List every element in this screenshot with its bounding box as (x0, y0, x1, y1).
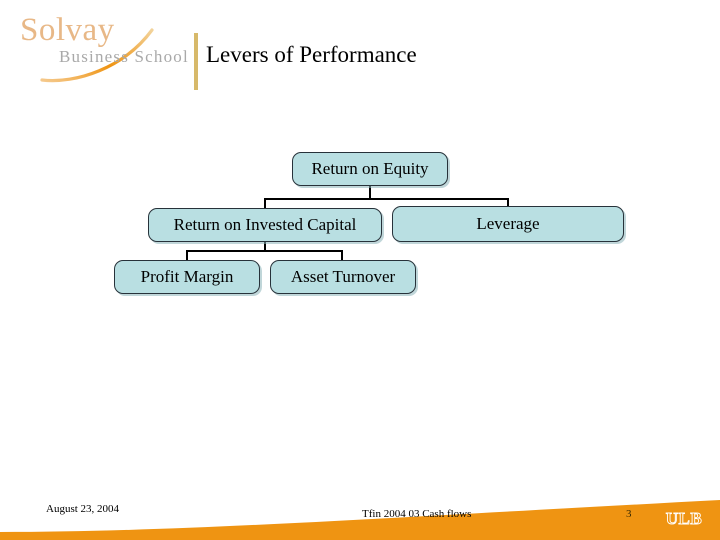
ulb-logo-icon: ULB (665, 509, 702, 529)
page-title: Levers of Performance (206, 42, 417, 67)
footer-date: August 23, 2004 (46, 503, 120, 515)
title-accent-bar (194, 33, 198, 90)
node-return-on-equity[interactable]: Return on Equity (292, 152, 448, 186)
node-label: Return on Equity (311, 159, 429, 178)
footer-orange-band (0, 500, 720, 540)
node-leverage[interactable]: Leverage (392, 206, 624, 242)
footer-page-number: 3 (626, 508, 632, 520)
connector-level1-bar (264, 198, 509, 200)
connector-roic-to-asset-turnover (341, 250, 343, 260)
node-label: Asset Turnover (290, 267, 396, 286)
connector-roic-stem (264, 242, 266, 252)
logo-subtitle-text: Business School (59, 47, 189, 66)
logo-brand-text: Solvay (20, 12, 115, 48)
node-label: Profit Margin (140, 267, 234, 286)
logo-swoosh-icon (40, 28, 154, 83)
connector-roe-to-roic (264, 198, 266, 208)
node-label: Return on Invested Capital (173, 215, 357, 234)
connector-roe-to-leverage (507, 198, 509, 206)
node-profit-margin[interactable]: Profit Margin (114, 260, 260, 294)
node-label: Leverage (476, 214, 540, 233)
solvay-business-school-logo: Solvay Business School (14, 12, 189, 92)
footer-deck-name: Tfin 2004 03 Cash flows (362, 508, 472, 520)
connector-roe-stem (369, 186, 371, 200)
node-return-on-invested-capital[interactable]: Return on Invested Capital (148, 208, 382, 242)
connector-roic-to-profit-margin (186, 250, 188, 260)
connector-level2-bar (186, 250, 343, 252)
node-asset-turnover[interactable]: Asset Turnover (270, 260, 416, 294)
svg-text:ULB: ULB (666, 509, 702, 528)
